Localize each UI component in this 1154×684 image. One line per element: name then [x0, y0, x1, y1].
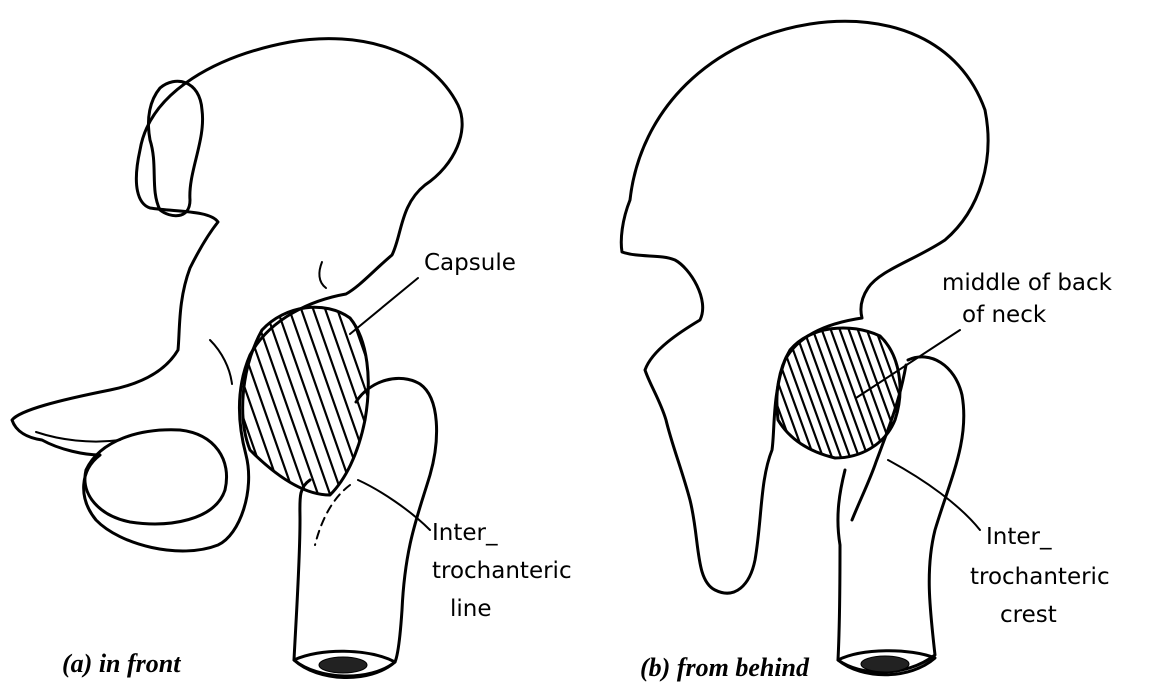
caption-front: (a) in front — [62, 649, 181, 678]
ischium-edge — [210, 340, 232, 384]
hatch-stroke — [370, 300, 440, 500]
hatch-stroke — [729, 322, 779, 460]
hip-bone-outline — [12, 39, 462, 551]
pubis-edge — [36, 432, 120, 442]
ilium-notch — [148, 81, 202, 215]
obturator-foramen — [85, 430, 227, 524]
capsule-hatching-back — [720, 322, 950, 460]
hip-bone-outline-back — [621, 21, 988, 593]
intertrochanteric-crest-label-1: Inter_ — [986, 524, 1052, 550]
intertrochanteric-line-label-1: Inter_ — [432, 520, 498, 546]
caption-behind: (b) from behind — [640, 653, 810, 682]
panel-back-view: middle of back of neck Inter_ trochanter… — [621, 21, 1112, 682]
capsule-leader — [350, 278, 418, 334]
hatch-stroke — [900, 322, 950, 460]
middle-of-back-label-1: middle of back — [942, 270, 1113, 296]
intertrochanteric-crest-leader — [888, 460, 980, 530]
capsule-label: Capsule — [424, 250, 516, 276]
intertrochanteric-crest-label-3: crest — [1000, 602, 1057, 628]
middle-of-back-label-2: of neck — [962, 302, 1047, 328]
femur-marrow-back — [861, 656, 909, 672]
iliac-spine — [319, 262, 326, 288]
intertrochanteric-crest-label-2: trochanteric — [970, 564, 1110, 590]
panel-front-view: Capsule Inter_ trochanteric line (a) in … — [12, 39, 572, 678]
intertrochanteric-line-label-2: trochanteric — [432, 558, 572, 584]
intertrochanteric-line-label-3: line — [450, 596, 492, 622]
femur-marrow — [319, 657, 367, 673]
hatch-stroke — [720, 322, 770, 460]
